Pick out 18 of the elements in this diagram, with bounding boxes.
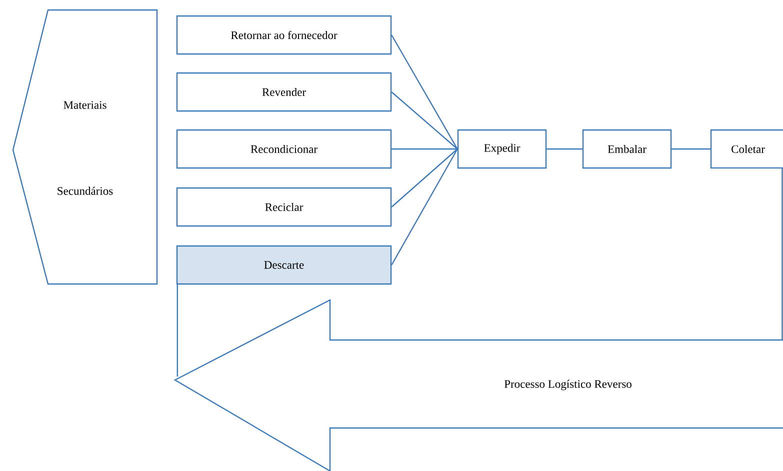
process-box: Retornar ao fornecedor [176, 15, 392, 55]
connector-line [672, 148, 711, 150]
connector-line [392, 148, 458, 150]
connector-line [391, 34, 458, 150]
process-box: Recondicionar [176, 129, 392, 169]
process-box: Coletar [710, 129, 783, 169]
process-box: Expedir [457, 129, 547, 169]
process-box: Embalar [582, 129, 672, 169]
connector-line [391, 92, 458, 150]
connector-line [176, 284, 178, 377]
process-box: Reciclar [176, 187, 392, 227]
connector-line [391, 148, 458, 266]
connector-line [782, 168, 783, 340]
process-box: Descarte [176, 245, 392, 285]
process-box: Revender [176, 72, 392, 112]
connector-line [391, 148, 458, 208]
hexagon-box: Materiais Secundários [12, 9, 158, 285]
connector-line [546, 148, 582, 150]
